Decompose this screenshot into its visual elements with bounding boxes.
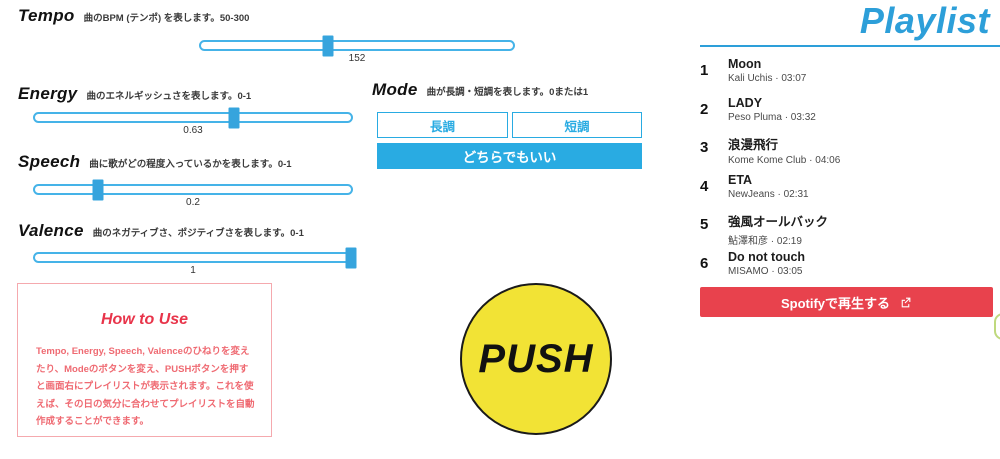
track-row: 5 強風オールバック 鮎澤和彦 · 02:19 bbox=[700, 211, 993, 250]
tempo-slider-thumb[interactable] bbox=[322, 35, 334, 56]
spotify-play-button-label: Spotifyで再生する bbox=[780, 295, 891, 311]
track-row: 6 Do not touch MISAMO · 03:05 bbox=[700, 250, 993, 289]
track-number: 4 bbox=[700, 177, 709, 195]
track-row: 4 ETA NewJeans · 02:31 bbox=[700, 173, 993, 212]
valence-value: 1 bbox=[190, 265, 196, 276]
track-row: 1 Moon Kali Uchis · 03:07 bbox=[700, 57, 993, 96]
track-number: 2 bbox=[700, 100, 709, 118]
valence-slider[interactable] bbox=[33, 247, 357, 268]
playlist-title: Playlist bbox=[859, 0, 990, 41]
tempo-section-header: Tempo 曲のBPM (テンポ) を表します。50-300 bbox=[18, 6, 249, 26]
energy-section-header: Energy 曲のエネルギッシュさを表します。0-1 bbox=[18, 84, 251, 104]
how-to-use-title: How to Use bbox=[100, 311, 189, 328]
speech-slider-thumb[interactable] bbox=[92, 179, 104, 200]
mode-either-button[interactable]: どちらでもいい bbox=[377, 143, 642, 169]
track-title: 浪漫飛行 bbox=[728, 138, 779, 152]
track-number: 1 bbox=[700, 62, 709, 79]
track-meta: Peso Pluma · 03:32 bbox=[728, 111, 816, 123]
track-meta: 鮎澤和彦 · 02:19 bbox=[728, 236, 802, 247]
energy-title: Energy bbox=[18, 84, 78, 103]
mode-title: Mode bbox=[372, 80, 418, 99]
tempo-slider[interactable] bbox=[199, 35, 515, 56]
track-row: 3 浪漫飛行 Kome Kome Club · 04:06 bbox=[700, 134, 993, 173]
track-title: Do not touch bbox=[728, 249, 806, 264]
mode-major-button[interactable]: 長調 bbox=[377, 112, 508, 138]
energy-slider-thumb[interactable] bbox=[228, 107, 240, 128]
energy-value: 0.63 bbox=[183, 125, 203, 136]
tempo-title: Tempo bbox=[18, 6, 75, 25]
track-meta: NewJeans · 02:31 bbox=[728, 188, 809, 200]
push-button[interactable]: PUSH bbox=[460, 283, 612, 435]
valence-title: Valence bbox=[18, 221, 84, 240]
track-number: 5 bbox=[700, 216, 709, 233]
energy-description: 曲のエネルギッシュさを表します。0-1 bbox=[86, 91, 252, 102]
edge-decoration bbox=[994, 313, 1000, 340]
track-meta: Kali Uchis · 03:07 bbox=[728, 73, 807, 84]
track-title: 強風オールバック bbox=[728, 215, 829, 229]
track-title: ETA bbox=[728, 172, 753, 187]
valence-section-header: Valence 曲のネガティブさ、ポジティブさを表します。0-1 bbox=[18, 221, 304, 241]
external-link-icon bbox=[901, 297, 911, 307]
push-button-label: PUSH bbox=[478, 336, 594, 381]
playlist-divider bbox=[700, 45, 1000, 47]
playlist-tracks: 1 Moon Kali Uchis · 03:07 2 LADY Peso Pl… bbox=[700, 57, 993, 288]
speech-value: 0.2 bbox=[186, 197, 200, 208]
energy-slider[interactable] bbox=[33, 107, 353, 128]
track-meta: MISAMO · 03:05 bbox=[728, 265, 803, 277]
how-to-use-panel: How to Use Tempo, Energy, Speech, Valenc… bbox=[17, 283, 272, 437]
mode-description: 曲が長調・短調を表します。0または1 bbox=[426, 87, 589, 98]
track-title: LADY bbox=[728, 95, 763, 110]
speech-title: Speech bbox=[18, 152, 81, 171]
valence-slider-thumb[interactable] bbox=[345, 247, 357, 268]
track-meta: Kome Kome Club · 04:06 bbox=[728, 155, 841, 166]
track-title: Moon bbox=[728, 57, 762, 71]
speech-section-header: Speech 曲に歌がどの程度入っているかを表します。0-1 bbox=[18, 152, 292, 172]
track-number: 3 bbox=[700, 139, 709, 156]
valence-description: 曲のネガティブさ、ポジティブさを表します。0-1 bbox=[92, 228, 304, 239]
spotify-play-button[interactable]: Spotifyで再生する bbox=[700, 287, 993, 317]
track-row: 2 LADY Peso Pluma · 03:32 bbox=[700, 96, 993, 135]
how-to-use-body: Tempo, Energy, Speech, Valenceのひねりを変えたり、… bbox=[36, 346, 255, 427]
mode-section-header: Mode 曲が長調・短調を表します。0または1 bbox=[372, 80, 588, 100]
mode-minor-button[interactable]: 短調 bbox=[512, 112, 642, 138]
track-number: 6 bbox=[700, 254, 709, 272]
tempo-value: 152 bbox=[348, 53, 366, 64]
tempo-description: 曲のBPM (テンポ) を表します。50-300 bbox=[83, 13, 250, 24]
speech-slider[interactable] bbox=[33, 179, 353, 200]
speech-description: 曲に歌がどの程度入っているかを表します。0-1 bbox=[89, 159, 292, 170]
